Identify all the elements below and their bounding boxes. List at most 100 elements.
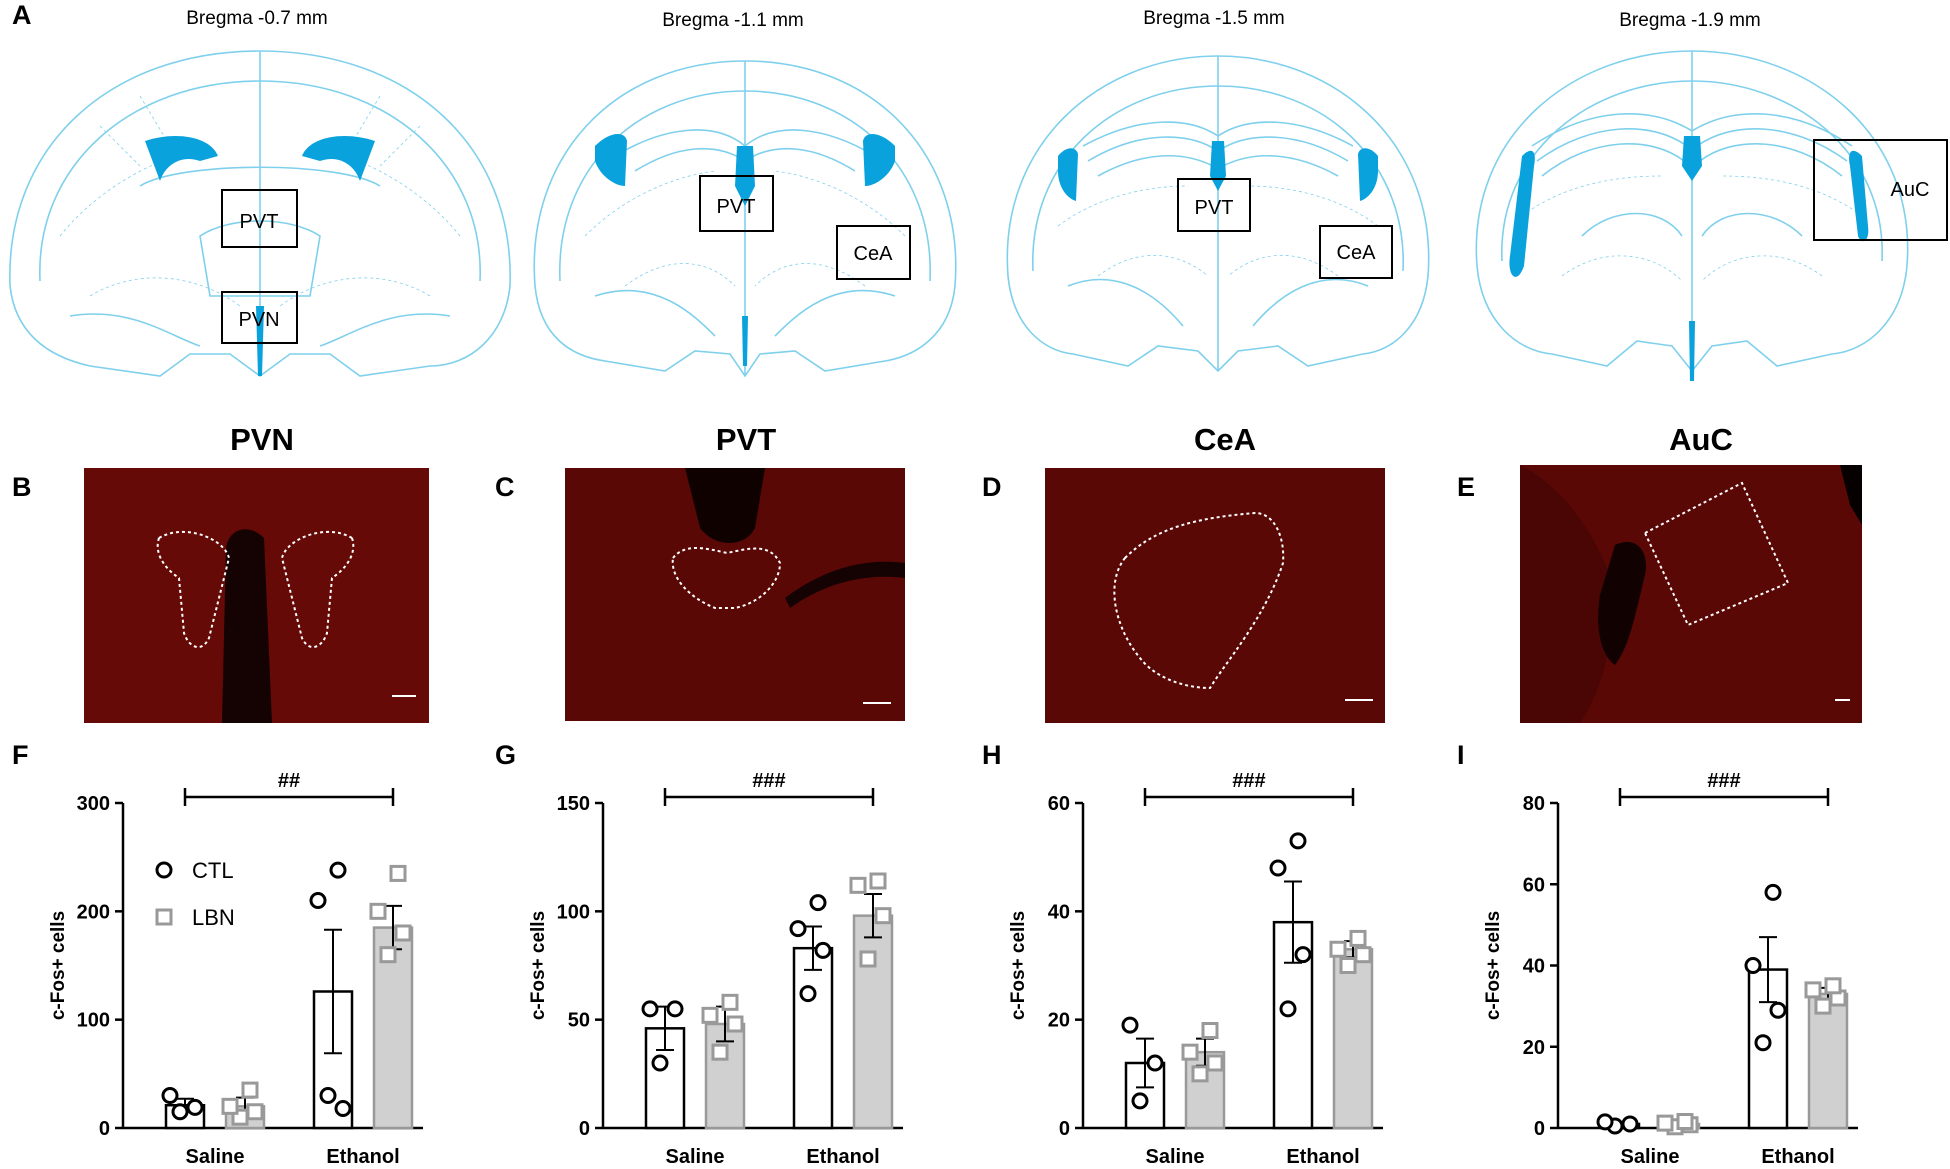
panel-label-c: C	[495, 472, 515, 502]
bregma-label-2: Bregma -1.1 mm	[662, 10, 804, 31]
data-point-square	[1354, 946, 1372, 964]
roi-label-pvt-2: PVT	[717, 196, 756, 218]
y-tick-label: 150	[557, 793, 590, 815]
data-point-square	[1676, 1113, 1694, 1130]
roi-box-pvn	[221, 291, 298, 344]
data-point-circle	[309, 892, 327, 909]
legend-marker-ctl	[155, 861, 173, 879]
significance-label: ###	[1232, 770, 1265, 792]
data-point-circle	[651, 1054, 669, 1072]
y-tick-label: 100	[557, 901, 590, 923]
bar	[852, 914, 894, 1130]
roi-box-pvt	[221, 189, 298, 248]
data-point-square	[1656, 1114, 1674, 1132]
data-point-square	[246, 1103, 264, 1121]
roi-label-cea-2: CeA	[854, 243, 894, 265]
roi-label-pvt-3: PVT	[1195, 197, 1234, 219]
atlas-section-4: AuC	[1475, 50, 1948, 381]
data-point-square	[369, 902, 387, 920]
micrograph-cea	[1045, 468, 1385, 723]
y-tick-label: 80	[1523, 793, 1545, 815]
x-tick-label: Saline	[186, 1146, 245, 1168]
bregma-label-1: Bregma -0.7 mm	[186, 8, 328, 29]
micrograph-pvt	[565, 468, 905, 721]
data-point-circle	[1294, 946, 1312, 964]
y-tick-label: 60	[1523, 874, 1545, 896]
data-point-square	[849, 876, 867, 894]
data-point-square	[1804, 981, 1822, 999]
data-point-circle	[1744, 957, 1762, 974]
data-point-square	[1329, 940, 1347, 958]
y-axis-label: c-Fos+ cells	[528, 911, 549, 1020]
data-point-square	[1201, 1022, 1219, 1039]
data-point-circle	[799, 985, 817, 1003]
data-point-square	[701, 1006, 719, 1024]
data-point-circle	[1146, 1054, 1164, 1072]
data-point-circle	[641, 1000, 659, 1018]
x-tick-label: Ethanol	[1761, 1146, 1834, 1168]
data-point-circle	[1269, 859, 1287, 877]
data-point-circle	[1279, 1000, 1297, 1018]
data-point-circle	[1764, 883, 1782, 901]
data-point-circle	[1289, 832, 1307, 850]
data-point-square	[1181, 1043, 1199, 1061]
y-tick-label: 200	[77, 901, 110, 923]
data-point-square	[1349, 929, 1367, 947]
y-tick-label: 300	[77, 793, 110, 815]
atlas-section-1: PVT PVN	[9, 50, 511, 377]
data-point-square	[379, 946, 397, 964]
panel-label-h: H	[982, 740, 1002, 770]
data-point-circle	[329, 861, 347, 879]
data-point-circle	[1769, 1001, 1787, 1019]
region-title-auc: AuC	[1669, 422, 1733, 457]
data-point-square	[1339, 957, 1357, 974]
y-tick-label: 60	[1048, 793, 1070, 815]
roi-label-auc: AuC	[1891, 179, 1930, 201]
roi-label-pvn: PVN	[238, 309, 279, 331]
roi-label-cea-3: CeA	[1337, 242, 1377, 264]
y-tick-label: 40	[1523, 956, 1545, 978]
region-title-pvn: PVN	[230, 422, 294, 457]
micrograph-pvn	[84, 468, 429, 723]
data-point-circle	[1596, 1113, 1614, 1131]
data-point-circle	[171, 1103, 189, 1121]
data-point-circle	[1621, 1115, 1639, 1133]
roi-label-pvt: PVT	[240, 211, 279, 233]
x-tick-label: Saline	[1621, 1146, 1680, 1168]
data-point-square	[726, 1015, 744, 1033]
y-axis-label: c-Fos+ cells	[1008, 911, 1029, 1020]
y-tick-label: 50	[568, 1010, 590, 1032]
panel-label-a: A	[12, 0, 32, 30]
roi-box-pvt-3	[1177, 178, 1251, 232]
y-tick-label: 20	[1523, 1037, 1545, 1059]
legend-label-ctl: CTL	[192, 858, 234, 883]
data-point-circle	[1754, 1034, 1772, 1052]
roi-box-cea-3	[1319, 225, 1393, 279]
atlas-section-3: PVT CeA	[1006, 55, 1430, 373]
roi-box-auc	[1813, 139, 1948, 241]
bar	[1332, 948, 1374, 1130]
data-point-square	[859, 950, 877, 968]
data-point-circle	[1131, 1092, 1149, 1110]
panel-label-d: D	[982, 472, 1002, 502]
significance-label: ##	[278, 770, 300, 792]
data-point-square	[874, 907, 892, 925]
y-tick-label: 40	[1048, 901, 1070, 923]
legend-marker-lbn	[155, 908, 173, 926]
data-point-circle	[666, 1000, 684, 1018]
data-point-square	[711, 1043, 729, 1061]
data-point-circle	[814, 941, 832, 959]
x-tick-label: Ethanol	[806, 1146, 879, 1168]
region-title-cea: CeA	[1193, 422, 1256, 457]
y-axis-label: c-Fos+ cells	[48, 911, 69, 1020]
data-point-square	[869, 872, 887, 890]
data-point-square	[1206, 1054, 1224, 1072]
micrograph-auc	[1520, 465, 1862, 723]
y-tick-label: 0	[1059, 1118, 1070, 1140]
data-point-circle	[809, 894, 827, 912]
data-point-square	[1814, 997, 1832, 1015]
